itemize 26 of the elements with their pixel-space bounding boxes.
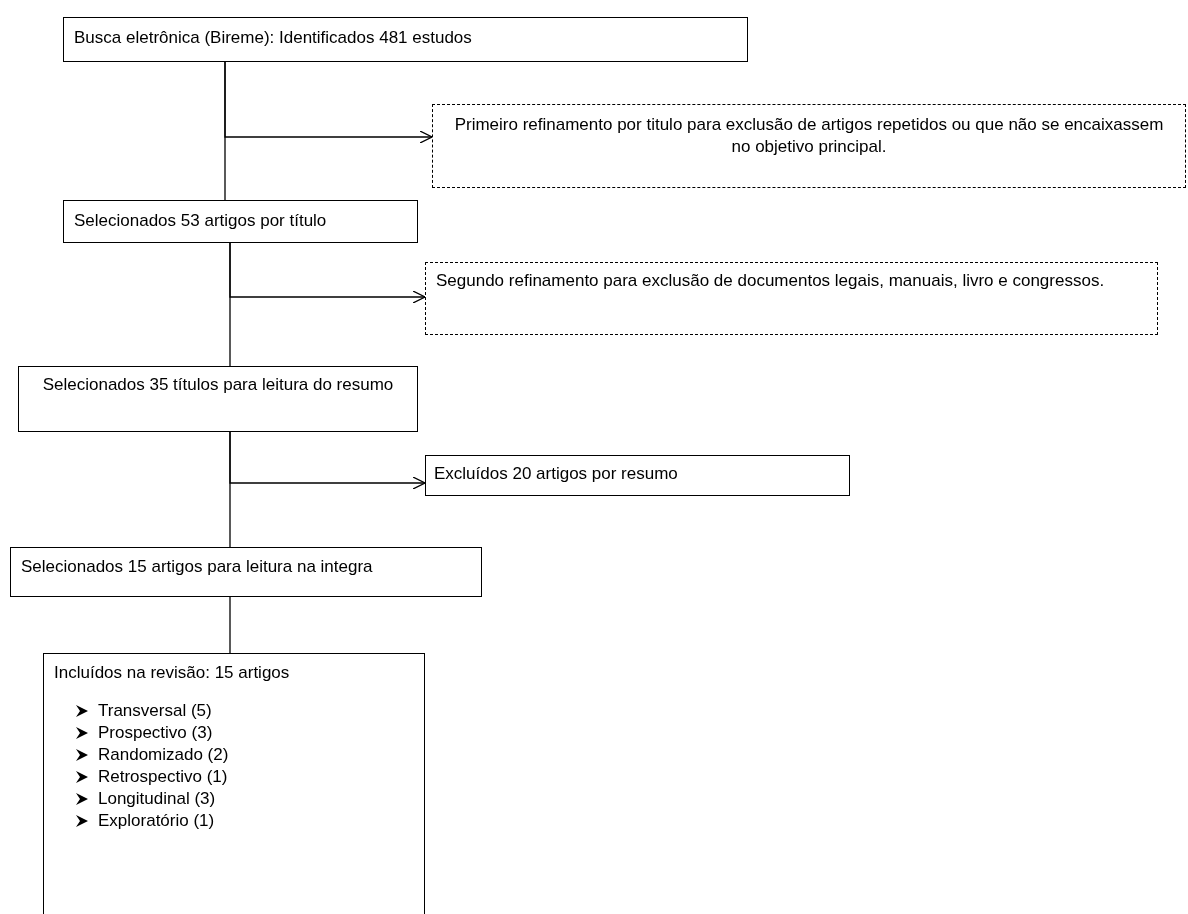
- exclusion-box: [425, 262, 1158, 335]
- arrow: [224, 61, 433, 144]
- box-heading: Incluídos na revisão: 15 artigos: [54, 662, 291, 684]
- connector-line: [229, 596, 231, 654]
- list-item: Prospectivo (3): [98, 722, 213, 744]
- process-box: [425, 455, 850, 496]
- arrow: [229, 431, 426, 490]
- box-text: Selecionados 35 títulos para leitura do resumo: [41, 374, 395, 396]
- list-item: Longitudinal (3): [98, 788, 216, 810]
- box-text: Selecionados 53 artigos por título: [74, 210, 328, 232]
- box-text: Selecionados 15 artigos para leitura na integra: [21, 556, 374, 578]
- arrow: [229, 242, 426, 304]
- list-item: Exploratório (1): [98, 810, 215, 832]
- box-text: Excluídos 20 artigos por resumo: [434, 463, 679, 485]
- box-text: Primeiro refinamento por titulo para exclusão de artigos repetidos ou que não se encaixassem no objetivo principal.: [453, 114, 1165, 158]
- result-box: [43, 653, 425, 914]
- process-box: [63, 17, 748, 62]
- list-item: Retrospectivo (1): [98, 766, 228, 788]
- process-box: [63, 200, 418, 243]
- list-item: Randomizado (2): [98, 744, 229, 766]
- process-box: [10, 547, 482, 597]
- exclusion-box: [432, 104, 1186, 188]
- process-box: [18, 366, 418, 432]
- list-item: Transversal (5): [98, 700, 212, 722]
- box-text: Busca eletrônica (Bireme): Identificados 481 estudos: [74, 27, 473, 49]
- box-text: Segundo refinamento para exclusão de documentos legais, manuais, livro e congressos.: [436, 270, 1106, 292]
